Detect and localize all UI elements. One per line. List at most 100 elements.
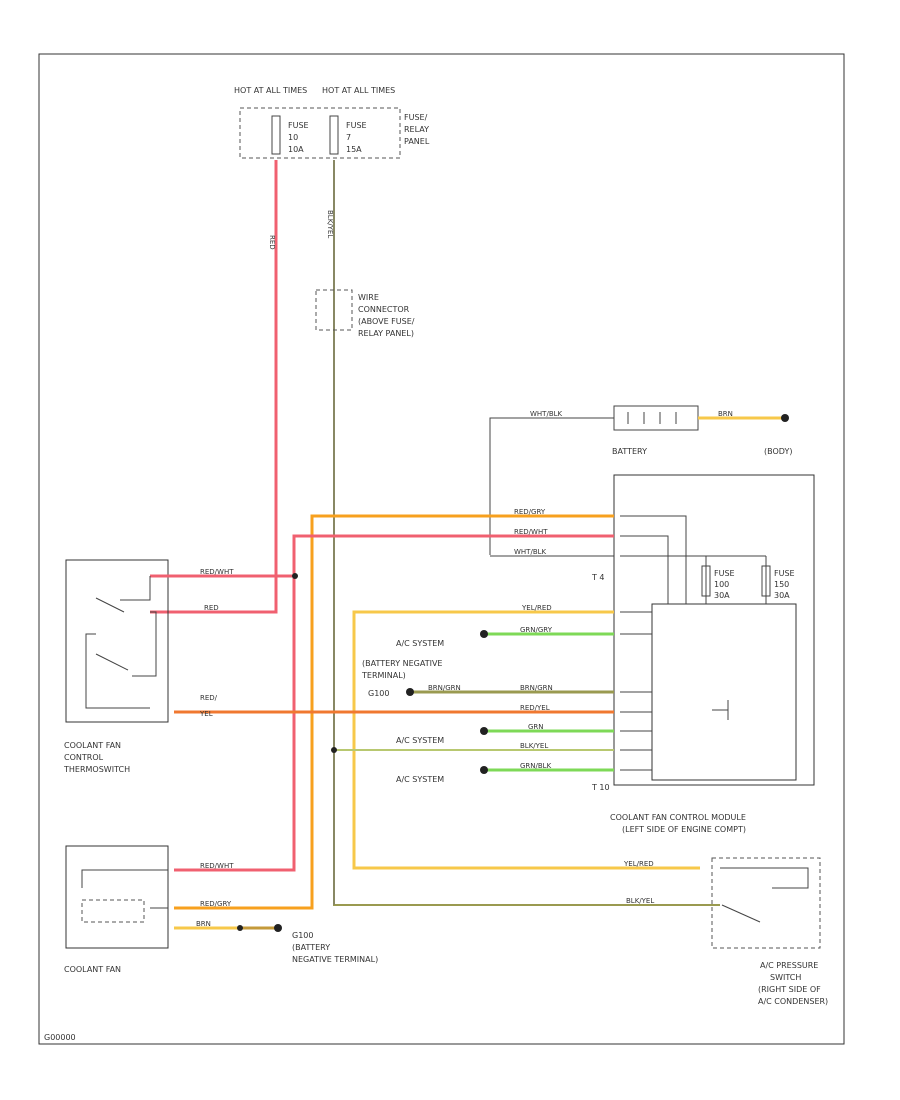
wire-label-press-2: BLK/YEL — [626, 897, 654, 905]
wire-label-fan-1: RED/WHT — [200, 862, 234, 870]
module-outer — [613, 474, 815, 786]
thermoswitch-label-1: COOLANT FAN — [64, 741, 121, 750]
pressure-switch-label-2: SWITCH — [770, 973, 801, 982]
thermo-switch-arm-1 — [95, 597, 125, 613]
wire-connector-line1: WIRE — [358, 293, 379, 302]
wire-connector-line4: RELAY PANEL) — [358, 329, 414, 338]
coolant-fan-control-module: T 4 T 10 COOLANT FAN CONTROL MODULE (LEF… — [591, 474, 815, 834]
wire-label-m7: BRN/GRN — [520, 684, 553, 692]
module-t4-label: T 4 — [591, 573, 605, 582]
diagram-frame — [38, 53, 845, 1045]
wire-yel-red — [352, 610, 700, 870]
body-label: (BODY) — [764, 447, 793, 456]
wire-label-m5: YEL/RED — [521, 604, 552, 612]
module-internal-3 — [620, 555, 707, 604]
ac-system-1-label: A/C SYSTEM — [396, 639, 444, 648]
module-label-1: COOLANT FAN CONTROL MODULE — [610, 813, 746, 822]
pressure-switch-label-4: A/C CONDENSER) — [758, 997, 828, 1006]
thermo-splice-dot — [292, 573, 298, 579]
g100-bottom-line1: G100 — [292, 931, 313, 940]
module-internal-1 — [620, 515, 687, 604]
battery-group: WHT/BLK BRN BATTERY (BODY) — [489, 405, 793, 555]
red-yel-label-1: RED/ — [200, 694, 218, 702]
fuse-panel-label-3: PANEL — [404, 137, 430, 146]
module-internal-2 — [620, 535, 669, 604]
body-ground-dot — [781, 414, 789, 422]
module-fuse-2-line1: FUSE — [774, 569, 795, 578]
thermo-switch-arm-2 — [95, 653, 129, 671]
ac-pressure-switch: YEL/RED BLK/YEL A/C PRESSURE SWITCH (RIG… — [623, 857, 828, 1006]
coolant-fan-thermoswitch: RED/WHT RED RED/ YEL COOLANT FAN CONTROL… — [63, 559, 298, 774]
wire-label-m7-left: BRN/GRN — [428, 684, 461, 692]
module-fuse-2-symbol — [761, 565, 771, 597]
pressure-switch-label-1: A/C PRESSURE — [760, 961, 818, 970]
fuse-relay-panel: HOT AT ALL TIMES HOT AT ALL TIMES FUSE 1… — [234, 86, 430, 159]
fan-motor-symbol — [81, 899, 145, 923]
wire-connector-line2: CONNECTOR — [358, 305, 410, 314]
wire-label-thermo-1: RED/WHT — [200, 568, 234, 576]
fan-internal-1 — [81, 869, 168, 888]
thermo-internal-2 — [132, 611, 157, 677]
pressure-switch-arm — [721, 904, 761, 923]
wire-label-press-1: YEL/RED — [623, 860, 654, 868]
thermoswitch-outline — [65, 559, 169, 723]
wire-label-m9: GRN — [528, 723, 544, 731]
fan-splice-dot — [237, 925, 243, 931]
wire-wht-blk-battery — [489, 417, 614, 555]
wire-label-red-vertical: RED — [268, 235, 276, 250]
hot-at-label-1: HOT AT ALL TIMES — [234, 86, 307, 95]
coolant-fan: RED/WHT RED/GRY BRN COOLANT FAN G100 (BA… — [64, 845, 378, 974]
fuse-right-symbol — [329, 115, 339, 155]
ac-system-2-label: A/C SYSTEM — [396, 736, 444, 745]
g100-dot — [406, 688, 414, 696]
wire-label-m10: BLK/YEL — [520, 742, 548, 750]
module-fuse-1-line3: 30A — [714, 591, 730, 600]
ac-system-3-dot — [480, 766, 488, 774]
module-fuse-1-line2: 100 — [714, 580, 729, 589]
ac-system-1-dot — [480, 630, 488, 638]
fuse-right-line1: FUSE — [346, 121, 367, 130]
wire-label-battery-right: BRN — [718, 410, 733, 418]
wire-label-battery-left: WHT/BLK — [530, 410, 563, 418]
ac-system-3-label: A/C SYSTEM — [396, 775, 444, 784]
module-inner — [651, 603, 797, 781]
wire-red-main — [150, 160, 278, 614]
g100-label: G100 — [368, 689, 389, 698]
fuse-panel-label-1: FUSE/ — [404, 113, 428, 122]
wire-label-m1: RED/GRY — [514, 508, 546, 516]
wire-label-m8: RED/YEL — [520, 704, 550, 712]
module-fuse-2-line2: 150 — [774, 580, 789, 589]
wire-label-thermo-2: RED — [204, 604, 219, 612]
battery-symbol — [613, 405, 699, 431]
fuse-left-line1: FUSE — [288, 121, 309, 130]
battery-neg-label-1: (BATTERY NEGATIVE — [362, 659, 443, 668]
wire-connector-line3: (ABOVE FUSE/ — [358, 317, 415, 326]
fuse-left-line3: 10A — [288, 145, 304, 154]
coolant-fan-outline — [65, 845, 169, 949]
fuse-left-symbol — [271, 115, 281, 155]
g100-bottom-line3: NEGATIVE TERMINAL) — [292, 955, 378, 964]
wire-connector-outline — [315, 289, 353, 331]
pressure-internal-1 — [720, 867, 809, 889]
thermoswitch-label-3: THERMOSWITCH — [63, 765, 130, 774]
pressure-switch-label-3: (RIGHT SIDE OF — [758, 985, 821, 994]
fuse-panel-outline — [239, 107, 401, 159]
wire-label-blkyel-vertical: BLK/YEL — [326, 210, 334, 238]
ac-system-2-dot — [480, 727, 488, 735]
module-fuse-1-symbol — [701, 565, 711, 597]
thermoswitch-label-2: CONTROL — [64, 753, 104, 762]
fan-ground-dot — [274, 924, 282, 932]
fuse-left-line2: 10 — [288, 133, 298, 142]
red-yel-label-2: YEL — [199, 710, 213, 718]
thermo-internal-3 — [85, 633, 150, 709]
wire-label-m3: WHT/BLK — [514, 548, 547, 556]
fuse-panel-label-2: RELAY — [404, 125, 429, 134]
module-fuse-2-line3: 30A — [774, 591, 790, 600]
battery-neg-label-2: TERMINAL) — [361, 671, 406, 680]
thermo-internal-1 — [120, 576, 151, 601]
wire-label-fan-2: RED/GRY — [200, 900, 232, 908]
pressure-switch-outline — [711, 857, 821, 949]
wire-connector: WIRE CONNECTOR (ABOVE FUSE/ RELAY PANEL) — [315, 289, 415, 338]
fuse-right-line2: 7 — [346, 133, 351, 142]
